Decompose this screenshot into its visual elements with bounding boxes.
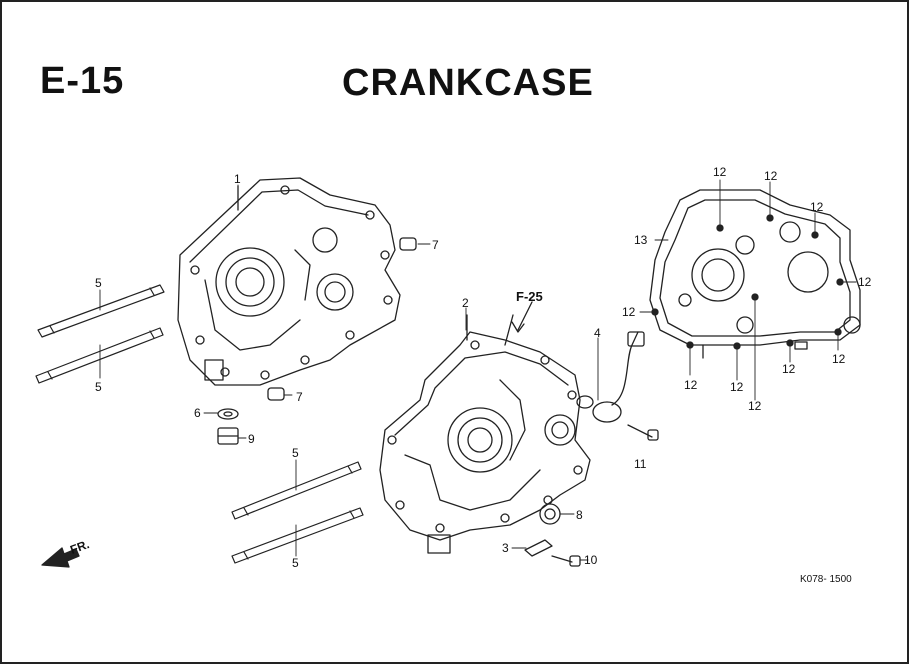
- callout-12-i: 12: [782, 362, 796, 376]
- reference-label: F-25: [516, 289, 543, 304]
- callout-12-g: 12: [730, 380, 744, 394]
- callout-12-b: 12: [764, 169, 778, 183]
- sensor-and-cable: [576, 331, 659, 441]
- callout-13: 13: [634, 233, 648, 247]
- dowel-pins: [267, 237, 417, 401]
- drawing-code: K078- 1500: [800, 574, 852, 585]
- callout-6: 6: [194, 406, 201, 420]
- callout-11: 11: [634, 457, 647, 471]
- callout-3: 3: [502, 541, 509, 555]
- callout-12-f: 12: [684, 378, 698, 392]
- crankcase-gasket: [649, 189, 861, 359]
- callout-7-lower: 7: [296, 390, 303, 404]
- callout-12-h: 12: [748, 399, 762, 413]
- washer-and-bolt: [217, 408, 239, 445]
- callout-2: 2: [462, 296, 469, 310]
- stud-bolts: [35, 284, 364, 564]
- callout-5-upper-left: 5: [95, 276, 102, 290]
- callout-12-j: 12: [832, 352, 846, 366]
- callout-12-c: 12: [810, 200, 824, 214]
- callout-1: 1: [234, 172, 241, 186]
- callout-5-lower-left: 5: [95, 380, 102, 394]
- oil-seal-and-plate: [524, 503, 581, 567]
- callout-5-lower-center: 5: [292, 556, 299, 570]
- callout-10: 10: [584, 553, 598, 567]
- callout-9: 9: [248, 432, 255, 446]
- callout-12-d: 12: [858, 275, 872, 289]
- section-code: E-15: [40, 60, 125, 102]
- callout-7-upper: 7: [432, 238, 439, 252]
- arrow-left-icon: [41, 547, 80, 568]
- callout-5-upper-center: 5: [292, 446, 299, 460]
- leader-lines: [99, 179, 857, 561]
- callout-8: 8: [576, 508, 583, 522]
- left-crankcase-part: [177, 177, 401, 386]
- diagram-title: CRANKCASE: [342, 62, 594, 104]
- reference-arrow: [511, 301, 533, 333]
- callout-4: 4: [594, 326, 601, 340]
- callout-12-e: 12: [622, 305, 636, 319]
- callout-12-a: 12: [713, 165, 727, 179]
- right-crankcase-part: [379, 314, 591, 554]
